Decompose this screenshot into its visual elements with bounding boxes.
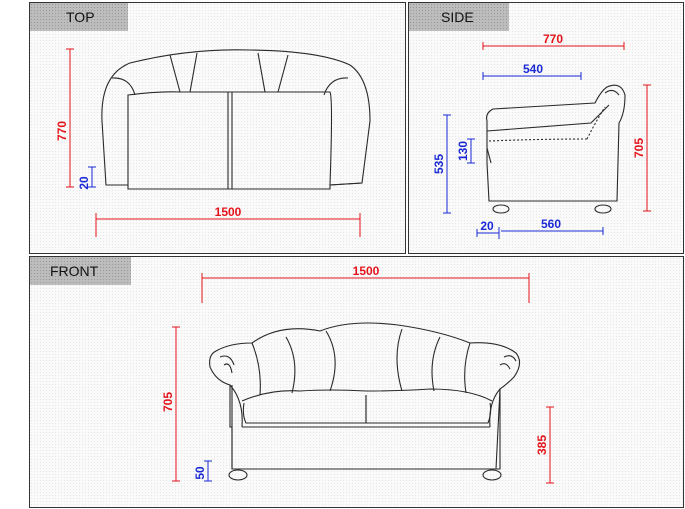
side-view-drawing: 770 540 535 130 (432, 32, 651, 239)
front-leg-dimension: 50 (193, 460, 212, 482)
front-view-panel: FRONT 1500 (29, 256, 684, 508)
side-seat-depth-dimension: 540 (482, 62, 582, 80)
front-view-label: FRONT (50, 263, 99, 279)
sofa-front-outline (209, 322, 521, 481)
top-view-label: TOP (66, 9, 95, 25)
side-seat-depth-label: 540 (523, 62, 543, 76)
side-view-label: SIDE (441, 9, 474, 25)
front-arm-height-dimension: 385 (535, 406, 554, 484)
side-seat-height-dimension: 535 (432, 114, 451, 214)
front-view-drawing: 1500 (161, 264, 554, 484)
side-view-tab: SIDE (409, 3, 509, 31)
side-leg-label: 20 (480, 219, 494, 233)
side-depth-label: 770 (543, 32, 563, 46)
side-base-dimension: 560 (501, 217, 604, 235)
side-leg-dimension: 20 (476, 219, 500, 239)
front-height-dimension: 705 (161, 326, 180, 482)
top-depth-label: 770 (55, 121, 69, 141)
sofa-side-outline (486, 84, 626, 214)
top-depth-dimension: 770 (55, 48, 74, 188)
top-width-label: 1500 (215, 205, 242, 219)
top-leg-label: 20 (77, 176, 91, 190)
front-arm-height-label: 385 (535, 435, 549, 455)
side-height-label: 705 (632, 138, 646, 158)
front-width-dimension: 1500 (201, 264, 530, 303)
sofa-top-outline (101, 49, 371, 190)
front-height-label: 705 (161, 392, 175, 412)
side-seat-height-label: 535 (432, 154, 446, 174)
top-width-dimension: 1500 (95, 205, 361, 237)
side-height-dimension: 705 (632, 84, 651, 212)
top-leg-dimension: 20 (77, 166, 96, 190)
side-arm-label: 130 (456, 141, 470, 161)
front-leg-label: 50 (193, 466, 207, 480)
side-depth-dimension: 770 (482, 32, 625, 50)
top-view-tab: TOP (30, 3, 128, 31)
side-arm-dimension: 130 (456, 138, 475, 164)
front-view-tab: FRONT (30, 257, 131, 285)
top-view-panel: TOP 770 20 (29, 2, 406, 254)
side-base-label: 560 (541, 217, 561, 231)
top-view-drawing: 770 20 1500 (55, 48, 371, 237)
front-width-label: 1500 (353, 264, 380, 278)
side-view-panel: SIDE 770 540 535 (408, 2, 684, 254)
